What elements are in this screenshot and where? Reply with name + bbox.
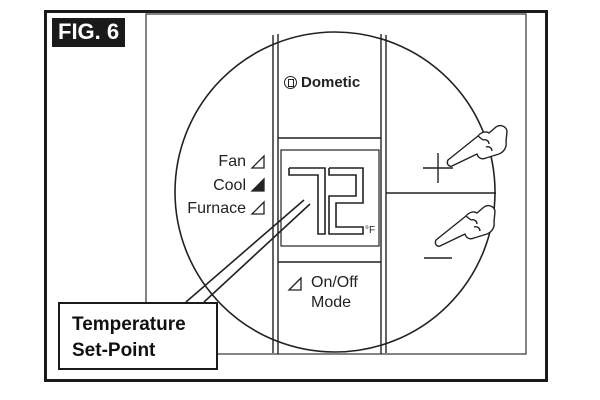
mode-label-furnace: Furnace [187, 200, 246, 217]
onoff-label[interactable]: On/Off [311, 274, 358, 291]
plus-icon [423, 153, 453, 183]
mode-label-cool: Cool [213, 177, 246, 194]
dometic-logo-icon [284, 76, 297, 89]
figure-label: FIG. 6 [52, 18, 126, 47]
callout-pointer [185, 199, 311, 303]
mode-indicators [250, 154, 302, 291]
pointing-hand-icon-plus [446, 124, 508, 167]
bezel-lines [272, 34, 496, 354]
fan-indicator-icon [250, 154, 265, 169]
temperature-setpoint-callout: Temperature Set-Point [58, 302, 218, 370]
callout-line-2: Set-Point [72, 340, 156, 361]
inner-frame [145, 13, 527, 355]
callout-line-1: Temperature [72, 314, 186, 335]
temperature-unit: °F [365, 225, 376, 236]
mode-label-fan: Fan [218, 153, 246, 170]
onoff-indicator-icon [287, 276, 302, 291]
digit-7 [288, 167, 326, 235]
lcd-display [280, 149, 380, 247]
cool-indicator-icon [250, 177, 265, 192]
thermostat-body [174, 31, 496, 353]
furnace-indicator-icon [250, 200, 265, 215]
figure-frame [44, 10, 548, 382]
digit-2 [328, 167, 364, 235]
brand-name: Dometic [301, 74, 361, 91]
brand-logo: Dometic [284, 74, 360, 91]
mode-label[interactable]: Mode [311, 294, 352, 311]
pointing-hand-icon-minus [434, 204, 496, 247]
